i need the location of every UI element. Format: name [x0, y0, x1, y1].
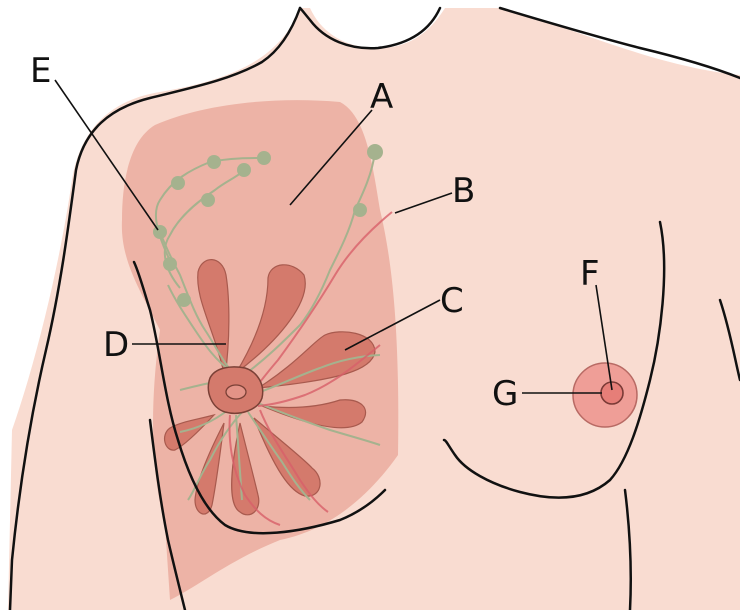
label-f: F	[580, 254, 600, 294]
lymph-node	[353, 203, 367, 217]
label-d: D	[103, 325, 129, 365]
lymph-node	[163, 257, 177, 271]
lymph-node	[201, 193, 215, 207]
left-nipple	[226, 385, 246, 399]
label-g: G	[492, 374, 518, 414]
lymph-node	[207, 155, 221, 169]
lymph-node	[177, 293, 191, 307]
lymph-node	[367, 144, 383, 160]
label-e: E	[30, 51, 51, 91]
lymph-node	[257, 151, 271, 165]
label-c: C	[440, 281, 464, 321]
lymph-node	[171, 176, 185, 190]
label-b: B	[452, 171, 475, 211]
label-a: A	[370, 77, 393, 117]
lymph-node	[237, 163, 251, 177]
